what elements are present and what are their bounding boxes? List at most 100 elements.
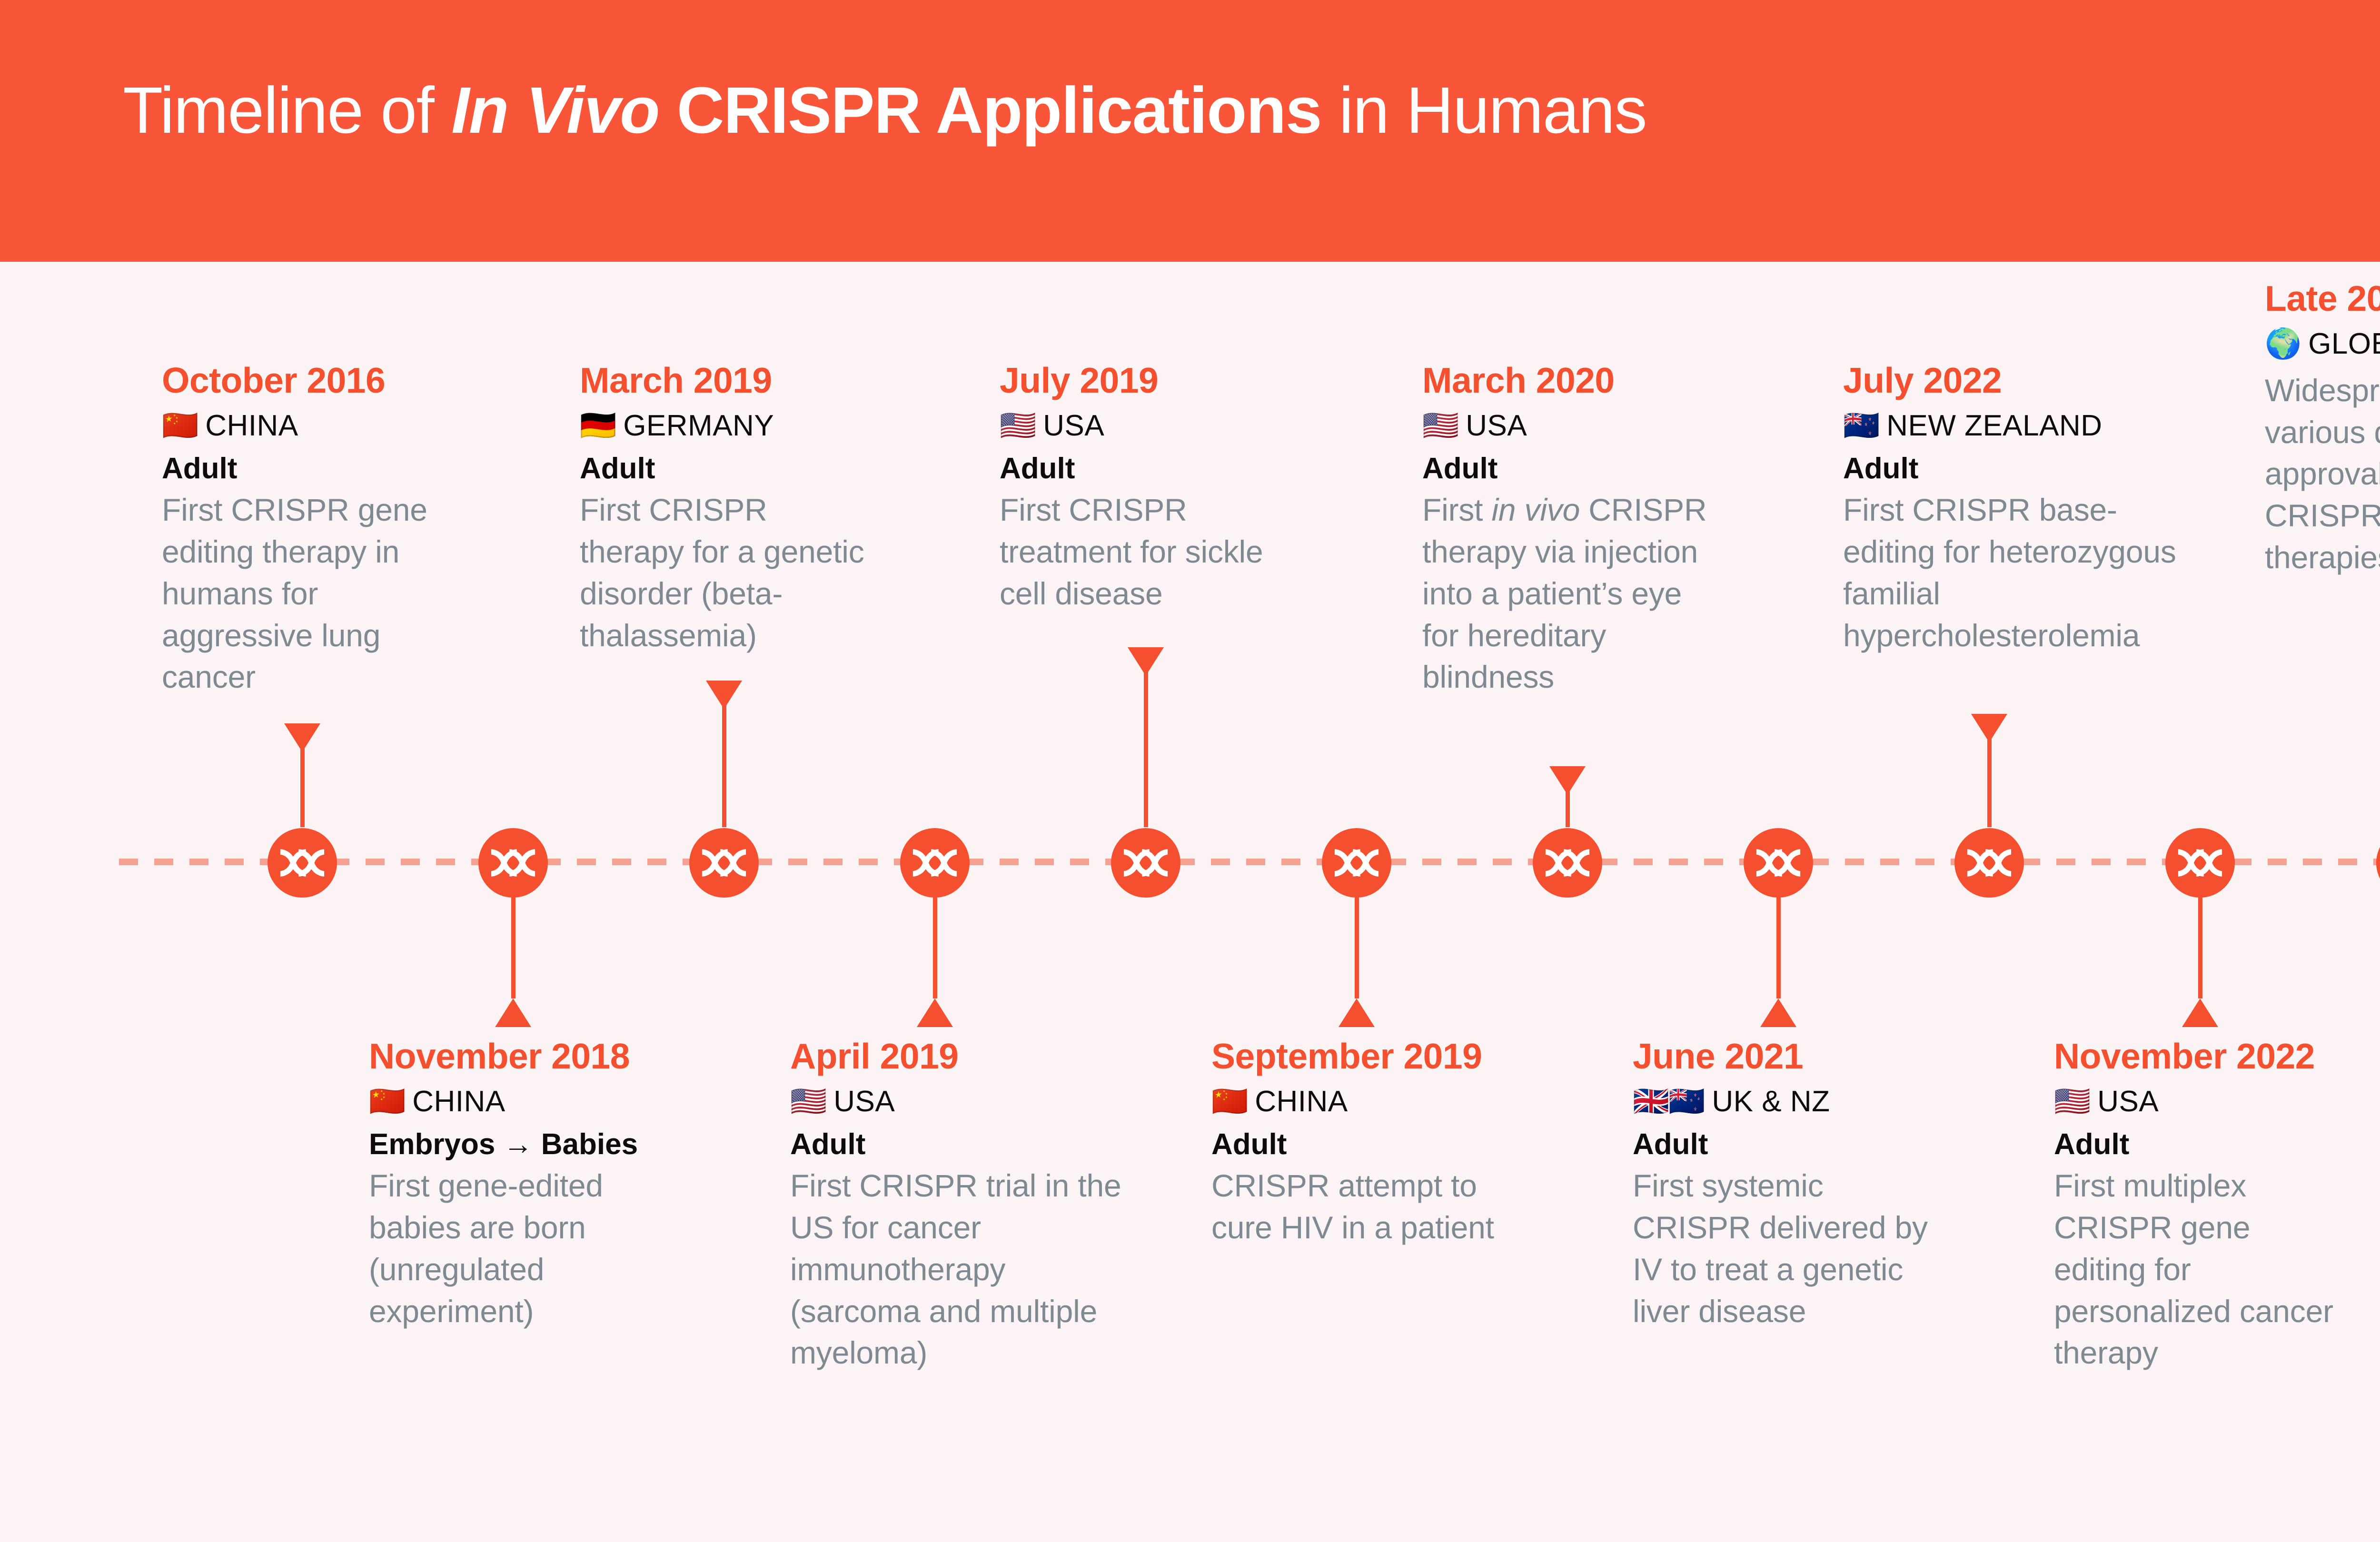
country-label: CHINA (1255, 1085, 1348, 1118)
timeline-connector-arrow-9 (1971, 714, 2007, 742)
description-part-emphasis: in vivo (1491, 492, 1580, 528)
title-part-mid: CRISPR Applications (659, 74, 1322, 147)
country-label: USA (2097, 1085, 2159, 1118)
timeline-connector-arrow-3 (706, 681, 742, 709)
country-flag-icon: 🇨🇳 (1211, 1085, 1248, 1118)
timeline-connector-arrow-6 (1339, 998, 1375, 1027)
country-flag-icon: 🇩🇪 (580, 409, 616, 442)
dna-helix-icon (1123, 848, 1169, 878)
country-label: GERMANY (623, 409, 774, 442)
country-flag-icon: 🌍 (2265, 327, 2301, 360)
country-label: CHINA (205, 409, 298, 442)
country-label: USA (833, 1085, 895, 1118)
event-description: First CRISPR therapy for a genetic disor… (580, 492, 864, 653)
timeline-node-3[interactable] (689, 828, 759, 898)
description-part-post: CRISPR therapy via injection into a pati… (1422, 492, 1707, 695)
dna-helix-icon (2177, 848, 2223, 878)
country-flag-icon: 🇨🇳 (369, 1085, 406, 1118)
country-label: GLOBAL (2308, 327, 2380, 360)
event-description: Widespread trials for various diseases a… (2265, 372, 2380, 575)
dna-helix-icon (1966, 848, 2012, 878)
event-description: First CRISPR gene editing therapy in hum… (162, 492, 427, 695)
event-subject: Embryos → Babies (369, 1127, 638, 1161)
dna-helix-icon (1545, 848, 1590, 878)
timeline-connector-1 (300, 748, 305, 827)
event-description: First gene-edited babies are born (unreg… (369, 1168, 603, 1329)
event-subject: Adult (1211, 1127, 1287, 1161)
event-country: 🇨🇳CHINA (1211, 1085, 1507, 1118)
event-subject: Adult (1633, 1127, 1708, 1161)
timeline-node-2[interactable] (478, 828, 548, 898)
event-date: July 2019 (1000, 360, 1159, 400)
event-date: July 2022 (1843, 360, 2002, 400)
country-flag-icon: 🇺🇸 (790, 1085, 827, 1118)
event-country: 🇨🇳CHINA (369, 1085, 664, 1118)
event-country: 🇺🇸USA (1000, 409, 1295, 442)
timeline-node-5[interactable] (1111, 828, 1180, 898)
timeline-event-card: Late 2023 🌍GLOBAL Widespread trials for va… (2265, 280, 2380, 579)
timeline-connector-2 (511, 892, 516, 998)
event-subject: Adult (790, 1127, 866, 1161)
page-header: Timeline of In Vivo CRISPR Applications … (0, 0, 2380, 262)
event-date: March 2019 (580, 360, 772, 400)
country-flag-icon: 🇺🇸 (1422, 409, 1459, 442)
event-description: First systemic CRISPR delivered by IV to… (1633, 1168, 1928, 1329)
dna-helix-icon (912, 848, 958, 878)
event-description: CRISPR attempt to cure HIV in a patient (1211, 1168, 1494, 1245)
dna-helix-icon (279, 848, 325, 878)
timeline-connector-10 (2198, 892, 2202, 998)
event-subject: Adult (1422, 452, 1498, 485)
timeline-node-10[interactable] (2165, 828, 2235, 898)
event-subject: Adult (162, 452, 238, 485)
timeline-node-7[interactable] (1533, 828, 1602, 898)
country-label: CHINA (412, 1085, 506, 1118)
timeline-connector-4 (932, 892, 937, 998)
event-country: 🌍GLOBAL (2265, 327, 2380, 360)
title-part-pre: Timeline of (123, 74, 452, 147)
event-country: 🇳🇿NEW ZEALAND (1843, 409, 2195, 442)
event-date: June 2021 (1633, 1036, 1804, 1076)
event-country: 🇺🇸USA (790, 1085, 1123, 1118)
timeline-node-9[interactable] (1954, 828, 2024, 898)
timeline-node-1[interactable] (268, 828, 337, 898)
event-country: 🇬🇧🇳🇿UK & NZ (1633, 1085, 1928, 1118)
timeline-connector-5 (1143, 672, 1148, 827)
event-subject: Adult (580, 452, 655, 485)
dna-helix-icon (490, 848, 536, 878)
event-date: November 2022 (2054, 1036, 2315, 1076)
event-description: First multiplex CRISPR gene editing for … (2054, 1168, 2333, 1371)
event-date: Late 2023 (2265, 278, 2380, 318)
event-date: September 2019 (1211, 1036, 1482, 1076)
timeline-node-11[interactable] (2376, 828, 2380, 898)
country-label: USA (1043, 409, 1105, 442)
timeline-node-6[interactable] (1322, 828, 1391, 898)
title-part-emphasis: In Vivo (451, 74, 660, 147)
timeline-connector-arrow-1 (284, 723, 320, 752)
dna-helix-icon (1755, 848, 1801, 878)
timeline-connector-9 (1987, 739, 1992, 827)
timeline-node-4[interactable] (900, 828, 970, 898)
timeline-connector-arrow-5 (1128, 647, 1164, 676)
event-country: 🇩🇪GERMANY (580, 409, 875, 442)
event-description: First CRISPR trial in the US for cancer … (790, 1168, 1121, 1371)
dna-helix-icon (701, 848, 747, 878)
country-flag-icon: 🇺🇸 (2054, 1085, 2091, 1118)
country-label: NEW ZEALAND (1886, 409, 2102, 442)
country-label: UK & NZ (1712, 1085, 1830, 1118)
description-part-pre: First (1422, 492, 1492, 528)
timeline-node-8[interactable] (1744, 828, 1813, 898)
timeline-connector-arrow-10 (2182, 998, 2218, 1027)
event-date: October 2016 (162, 360, 386, 400)
event-country: 🇨🇳CHINA (162, 409, 457, 442)
country-flag-icon: 🇬🇧🇳🇿 (1633, 1085, 1705, 1118)
event-country: 🇺🇸USA (1422, 409, 1717, 442)
